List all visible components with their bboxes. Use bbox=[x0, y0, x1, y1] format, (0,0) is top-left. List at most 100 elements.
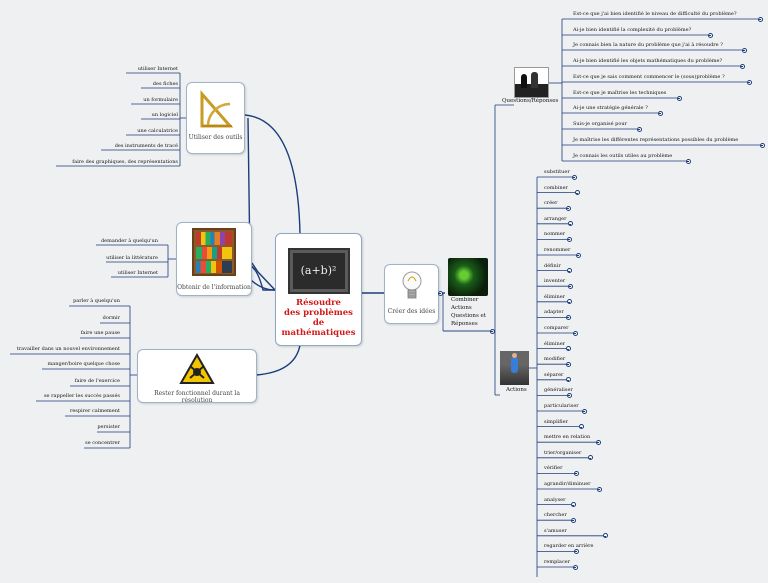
topic-creer-idees[interactable]: Créer des idées bbox=[384, 264, 439, 324]
leaf-action-24[interactable]: regarder en arrière bbox=[544, 543, 594, 550]
collapse-toggle-icon[interactable] bbox=[739, 63, 745, 69]
leaf-question-7[interactable]: Suis-je organisé pour bbox=[573, 121, 627, 127]
collapse-toggle-icon[interactable] bbox=[759, 142, 765, 148]
collapse-toggle-icon[interactable] bbox=[572, 330, 578, 336]
collapse-toggle-icon[interactable] bbox=[757, 16, 763, 22]
leaf-info-0[interactable]: demander à quelqu'un bbox=[100, 238, 158, 244]
leaf-outil-1[interactable]: des fiches bbox=[152, 81, 178, 87]
leaf-action-3[interactable]: arranger bbox=[544, 215, 567, 222]
leaf-info-2[interactable]: utiliser Internet bbox=[117, 270, 158, 276]
collapse-toggle-icon[interactable] bbox=[566, 392, 572, 398]
topic-rester-fonctionnel[interactable]: Rester fonctionnel durant la résolution bbox=[137, 349, 257, 404]
collapse-toggle-icon[interactable] bbox=[571, 174, 577, 180]
collapse-toggle-icon[interactable] bbox=[565, 314, 571, 320]
leaf-action-15[interactable]: particulariser bbox=[544, 403, 579, 409]
leaf-fonctionnel-7[interactable]: respirer calmement bbox=[69, 408, 120, 414]
collapse-toggle-icon[interactable] bbox=[567, 221, 573, 227]
leaf-outil-4[interactable]: une calculatrice bbox=[137, 128, 178, 134]
collapse-toggle-icon[interactable] bbox=[574, 190, 580, 196]
leaf-action-6[interactable]: définir bbox=[544, 262, 561, 269]
leaf-outil-6[interactable]: faire des graphiques, des représentation… bbox=[72, 159, 178, 165]
leaf-action-25[interactable]: remplacer bbox=[544, 559, 571, 565]
leaf-question-4[interactable]: Est-ce que je sais comment commencer le … bbox=[573, 74, 725, 80]
leaf-action-21[interactable]: analyser bbox=[544, 496, 566, 503]
collapse-toggle-icon[interactable] bbox=[746, 79, 752, 85]
leaf-fonctionnel-0[interactable]: parler à quelqu'un bbox=[73, 298, 120, 304]
collapse-toggle-icon[interactable] bbox=[676, 95, 682, 101]
collapse-toggle-icon[interactable] bbox=[602, 533, 608, 539]
leaf-fonctionnel-6[interactable]: se rappeller les succès passés bbox=[43, 393, 120, 399]
leaf-action-18[interactable]: trier/organiser bbox=[544, 449, 582, 456]
leaf-action-11[interactable]: éliminer bbox=[544, 340, 566, 347]
collapse-toggle-icon[interactable] bbox=[657, 110, 663, 116]
leaf-action-9[interactable]: adapter bbox=[544, 309, 564, 316]
leaf-outil-2[interactable]: un formulaire bbox=[143, 97, 178, 103]
central-topic[interactable]: (a+b)² Résoudre des problèmes de mathéma… bbox=[275, 233, 362, 346]
collapse-toggle-icon[interactable] bbox=[741, 47, 747, 53]
collapse-toggle-icon[interactable] bbox=[578, 424, 584, 430]
leaf-action-7[interactable]: inventer bbox=[544, 278, 566, 285]
leaf-question-3[interactable]: Ai-je bien identifié les objets mathémat… bbox=[573, 58, 723, 64]
leaf-action-2[interactable]: créer bbox=[544, 200, 558, 207]
collapse-toggle-icon[interactable] bbox=[565, 377, 571, 383]
topic-actions[interactable]: Actions bbox=[506, 387, 527, 393]
leaf-outil-3[interactable]: un logiciel bbox=[151, 112, 178, 118]
collapse-toggle-icon[interactable] bbox=[581, 408, 587, 414]
leaf-fonctionnel-4[interactable]: manger/boire quelque chose bbox=[47, 361, 120, 367]
topic-utiliser-outils[interactable]: Utiliser des outils bbox=[186, 82, 245, 154]
collapse-toggle-icon[interactable] bbox=[489, 328, 495, 334]
leaf-question-0[interactable]: Est-ce que j'ai bien identifié le niveau… bbox=[573, 11, 737, 17]
leaf-action-22[interactable]: chercher bbox=[544, 512, 567, 519]
leaf-question-2[interactable]: Je connais bien la nature du problème qu… bbox=[573, 42, 723, 48]
collapse-toggle-icon[interactable] bbox=[596, 486, 602, 492]
leaf-action-17[interactable]: mettre en relation bbox=[544, 434, 591, 441]
leaf-fonctionnel-2[interactable]: faire une pause bbox=[80, 330, 120, 336]
collapse-toggle-icon[interactable] bbox=[566, 299, 572, 305]
collapse-toggle-icon[interactable] bbox=[567, 283, 573, 289]
leaf-action-20[interactable]: agrandir/diminuer bbox=[544, 481, 591, 487]
topic-questions-reponses[interactable]: Questions/Réponses bbox=[502, 98, 559, 104]
leaf-action-13[interactable]: séparer bbox=[544, 371, 564, 378]
collapse-toggle-icon[interactable] bbox=[575, 252, 581, 258]
leaf-fonctionnel-8[interactable]: persister bbox=[97, 424, 120, 430]
leaf-outil-5[interactable]: des instruments de tracé bbox=[114, 143, 178, 149]
collapse-toggle-icon[interactable] bbox=[636, 126, 642, 132]
leaf-fonctionnel-3[interactable]: travailler dans un nouvel environnement bbox=[16, 346, 120, 352]
leaf-action-10[interactable]: comparer bbox=[544, 325, 569, 331]
leaf-fonctionnel-9[interactable]: se concentrer bbox=[85, 440, 120, 446]
leaf-action-12[interactable]: modifier bbox=[544, 356, 566, 363]
leaf-action-4[interactable]: nommer bbox=[544, 231, 566, 238]
collapse-toggle-icon[interactable] bbox=[565, 346, 571, 352]
leaf-question-6[interactable]: Ai-je une stratégie générale ? bbox=[573, 105, 648, 111]
leaf-fonctionnel-5[interactable]: faire de l'exercice bbox=[74, 378, 120, 384]
leaf-action-19[interactable]: vérifier bbox=[544, 465, 563, 472]
leaf-fonctionnel-1[interactable]: dormir bbox=[102, 315, 120, 321]
collapse-toggle-icon[interactable] bbox=[570, 517, 576, 523]
leaf-action-0[interactable]: substituer bbox=[544, 169, 570, 175]
collapse-toggle-icon[interactable] bbox=[570, 502, 576, 508]
collapse-toggle-icon[interactable] bbox=[573, 470, 579, 476]
leaf-question-8[interactable]: Je maîtrise les différentes représentati… bbox=[573, 137, 739, 143]
collapse-toggle-icon[interactable] bbox=[595, 439, 601, 445]
collapse-toggle-icon[interactable] bbox=[566, 236, 572, 242]
collapse-toggle-icon[interactable] bbox=[685, 158, 691, 164]
leaf-info-1[interactable]: utiliser la littérature bbox=[106, 255, 158, 261]
collapse-toggle-icon[interactable] bbox=[566, 268, 572, 274]
collapse-toggle-icon[interactable] bbox=[565, 205, 571, 211]
leaf-action-5[interactable]: renommer bbox=[544, 247, 571, 253]
collapse-toggle-icon[interactable] bbox=[565, 361, 571, 367]
leaf-action-8[interactable]: éliminer bbox=[544, 293, 566, 300]
leaf-action-14[interactable]: généraliser bbox=[544, 387, 573, 394]
collapse-toggle-icon[interactable] bbox=[707, 32, 713, 38]
leaf-outil-0[interactable]: utiliser Internet bbox=[137, 66, 178, 72]
leaf-question-9[interactable]: Je connais les outils utiles au problème bbox=[573, 153, 673, 159]
leaf-action-23[interactable]: s'amuser bbox=[544, 527, 567, 534]
leaf-question-5[interactable]: Est-ce que je maîtrise les techniques bbox=[573, 90, 667, 96]
leaf-question-1[interactable]: Ai-je bien identifié la complexité du pr… bbox=[573, 27, 692, 33]
topic-obtenir-information[interactable]: Obtenir de l'information bbox=[176, 222, 252, 296]
leaf-action-1[interactable]: combiner bbox=[544, 184, 568, 191]
leaf-action-16[interactable]: simplifier bbox=[544, 418, 568, 425]
collapse-toggle-icon[interactable] bbox=[437, 290, 443, 296]
collapse-toggle-icon[interactable] bbox=[572, 564, 578, 570]
collapse-toggle-icon[interactable] bbox=[573, 548, 579, 554]
